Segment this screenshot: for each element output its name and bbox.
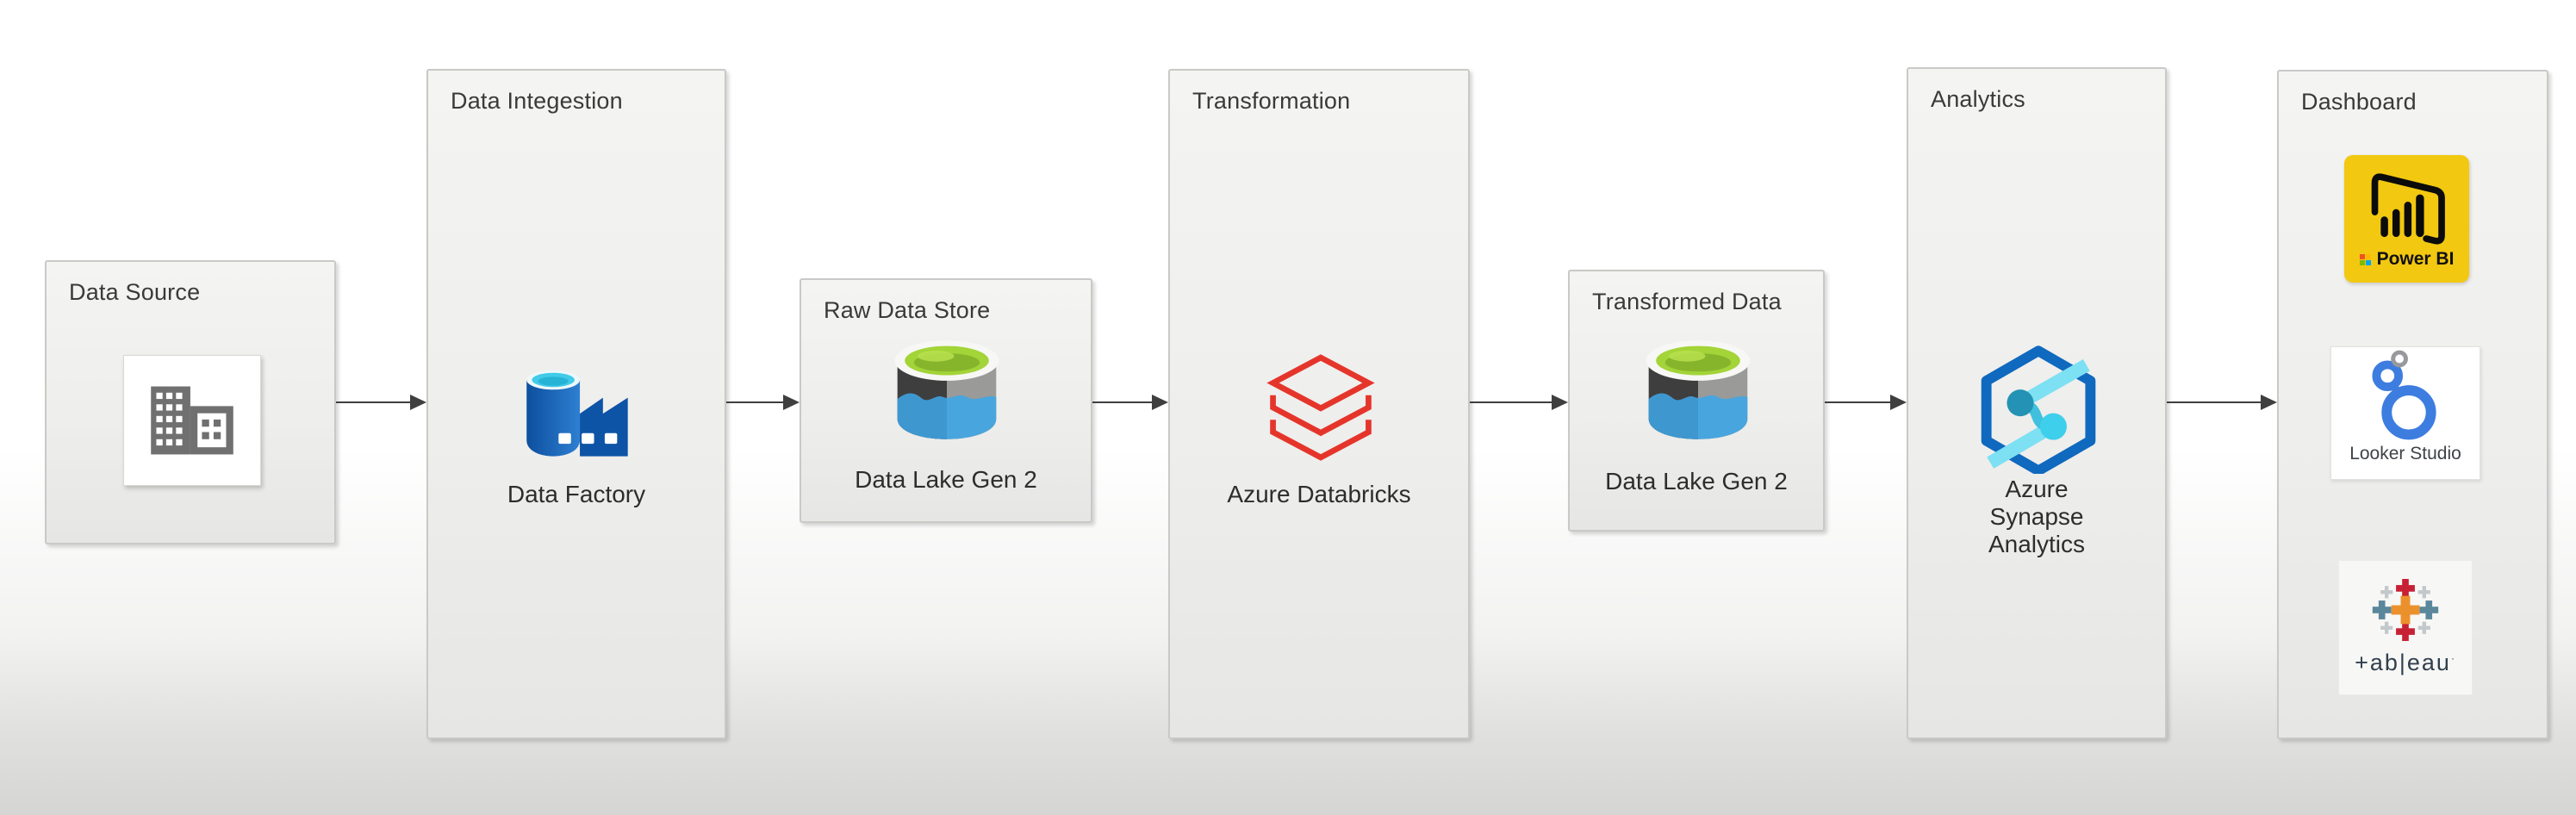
- data-lake-label-raw: Data Lake Gen 2: [855, 466, 1037, 493]
- tableau-tile: +ab|eau·: [2338, 560, 2473, 695]
- looker-studio-icon: [2372, 350, 2436, 440]
- power-bi-icon: [2371, 173, 2445, 245]
- flow-arrow-6: [2167, 395, 2277, 410]
- databricks-label: Azure Databricks: [1227, 481, 1411, 507]
- power-bi-tile: Power BI: [2344, 155, 2469, 283]
- arrow-shaft: [726, 401, 787, 403]
- data-source-tile: [123, 355, 261, 486]
- looker-studio-tile: Looker Studio: [2330, 346, 2480, 480]
- flow-arrow-5: [1825, 395, 1907, 410]
- databricks-icon: [1266, 354, 1375, 461]
- group-title-dashboard: Dashboard: [2301, 89, 2417, 115]
- group-raw-data-store: Raw Data Store Data Lake Gen 2: [800, 278, 1092, 523]
- synapse-analytics-icon: [1981, 345, 2096, 474]
- arrow-head-icon: [1552, 395, 1568, 410]
- arrow-shaft: [1092, 401, 1156, 403]
- arrow-head-icon: [783, 395, 800, 410]
- power-bi-mini-icon: [2359, 253, 2371, 265]
- group-title-data-ingestion: Data Integestion: [451, 88, 623, 114]
- data-lake-icon: [1646, 340, 1751, 439]
- data-lake-icon: [894, 340, 999, 439]
- tableau-wordmark: +ab|eau·: [2355, 650, 2456, 675]
- building-icon: [151, 386, 233, 455]
- group-title-transformed-data: Transformed Data: [1592, 289, 1782, 314]
- flow-arrow-2: [726, 395, 800, 410]
- group-transformation: Transformation Azure Databricks: [1168, 69, 1470, 739]
- group-data-ingestion: Data Integestion Data Factory: [426, 69, 726, 739]
- group-transformed-data: Transformed Data Data Lake Gen 2: [1568, 270, 1825, 532]
- data-factory-icon: [526, 370, 628, 457]
- arrow-head-icon: [1890, 395, 1907, 410]
- group-title-data-source: Data Source: [69, 279, 201, 305]
- arrow-shaft: [336, 401, 414, 403]
- data-lake-label-transformed: Data Lake Gen 2: [1605, 468, 1788, 495]
- power-bi-caption: Power BI: [2359, 249, 2455, 270]
- group-title-raw-data-store: Raw Data Store: [824, 297, 991, 323]
- flow-arrow-3: [1092, 395, 1168, 410]
- synapse-label: Azure Synapse Analytics: [1988, 476, 2086, 558]
- arrow-head-icon: [1152, 395, 1168, 410]
- arrow-shaft: [2167, 401, 2265, 403]
- arrow-head-icon: [410, 395, 426, 410]
- group-data-source: Data Source: [45, 260, 336, 544]
- tableau-icon: [2372, 579, 2439, 641]
- looker-studio-label: Looker Studio: [2349, 444, 2461, 463]
- data-factory-label: Data Factory: [507, 481, 646, 507]
- flow-arrow-4: [1470, 395, 1568, 410]
- power-bi-label: Power BI: [2376, 249, 2455, 269]
- arrow-shaft: [1825, 401, 1895, 403]
- flow-arrow-1: [336, 395, 426, 410]
- arrow-head-icon: [2261, 395, 2277, 410]
- group-dashboard: Dashboard Power BI: [2277, 70, 2548, 739]
- group-title-transformation: Transformation: [1192, 88, 1351, 114]
- arrow-shaft: [1470, 401, 1556, 403]
- group-analytics: Analytics Azure Synapse Analytics: [1907, 67, 2167, 739]
- group-title-analytics: Analytics: [1931, 86, 2025, 112]
